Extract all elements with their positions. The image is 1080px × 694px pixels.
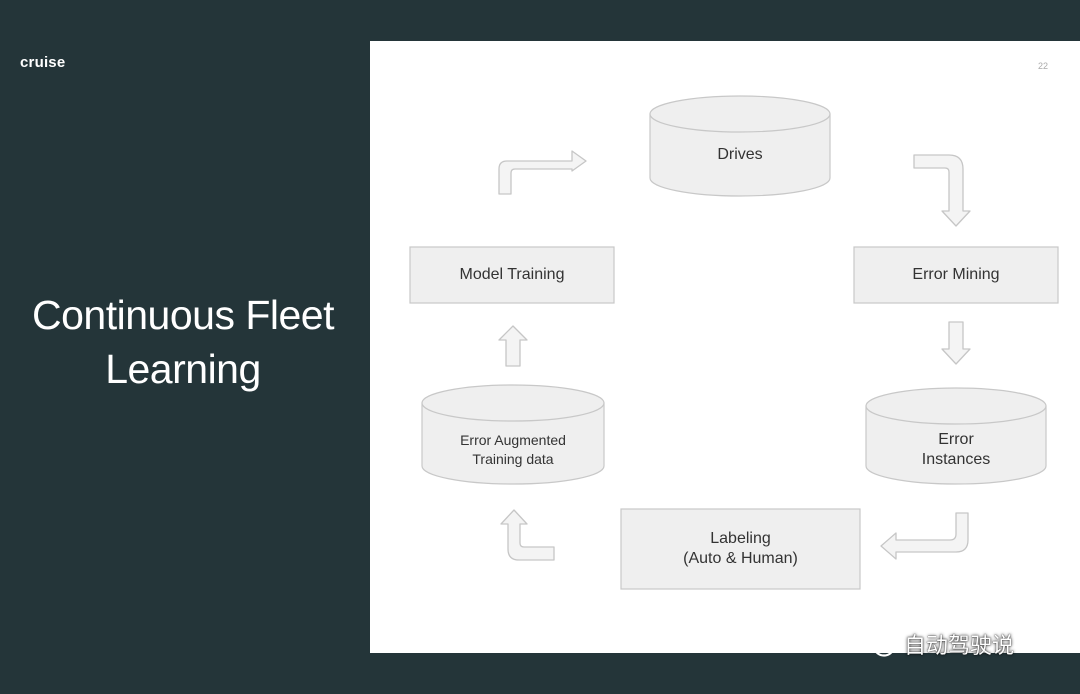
arrow-to-error-instances: [941, 321, 971, 365]
arrow-to-model-training: [498, 325, 528, 367]
slide-title-line-1: Continuous Fleet: [32, 292, 334, 338]
page-number: 22: [1038, 61, 1049, 71]
error-instances-text-1: Error: [938, 431, 974, 448]
arrow-to-labeling: [880, 512, 969, 560]
labeling-text-2: (Auto & Human): [683, 550, 798, 567]
labeling-text-1: Labeling: [710, 530, 771, 547]
drives-label: Drives: [650, 140, 830, 170]
error-mining-box: [853, 246, 1059, 304]
wechat-icon: [862, 630, 895, 657]
slide-title-line-2: Learning: [105, 346, 261, 392]
error-instances-text-2: Instances: [921, 451, 991, 468]
watermark: 自动驾驶说: [862, 628, 1014, 660]
model-training-text: Model Training: [459, 266, 565, 283]
drives-text: Drives: [717, 146, 763, 163]
error-augmented-text-2: Training data: [472, 451, 554, 467]
arrow-to-error-augmented: [500, 509, 555, 561]
model-training-box: [409, 246, 615, 304]
arrow-to-error-mining: [913, 154, 971, 227]
labeling-label: Labeling (Auto & Human): [621, 509, 860, 589]
drives-cylinder: [649, 95, 831, 197]
error-mining-label: Error Mining: [854, 247, 1058, 303]
slide-title: Continuous Fleet Learning: [0, 288, 366, 396]
error-instances-label: Error Instances: [866, 428, 1046, 472]
model-training-label: Model Training: [410, 247, 614, 303]
error-augmented-text-1: Error Augmented: [460, 432, 566, 448]
labeling-box: [620, 508, 861, 590]
watermark-text: 自动驾驶说: [904, 633, 1015, 658]
error-augmented-cylinder: [421, 384, 605, 485]
brand-logo: cruise: [20, 54, 66, 71]
arrow-to-drives: [498, 150, 587, 195]
error-augmented-label: Error Augmented Training data: [422, 428, 604, 472]
error-instances-cylinder: [865, 387, 1047, 485]
error-mining-text: Error Mining: [912, 266, 1000, 283]
